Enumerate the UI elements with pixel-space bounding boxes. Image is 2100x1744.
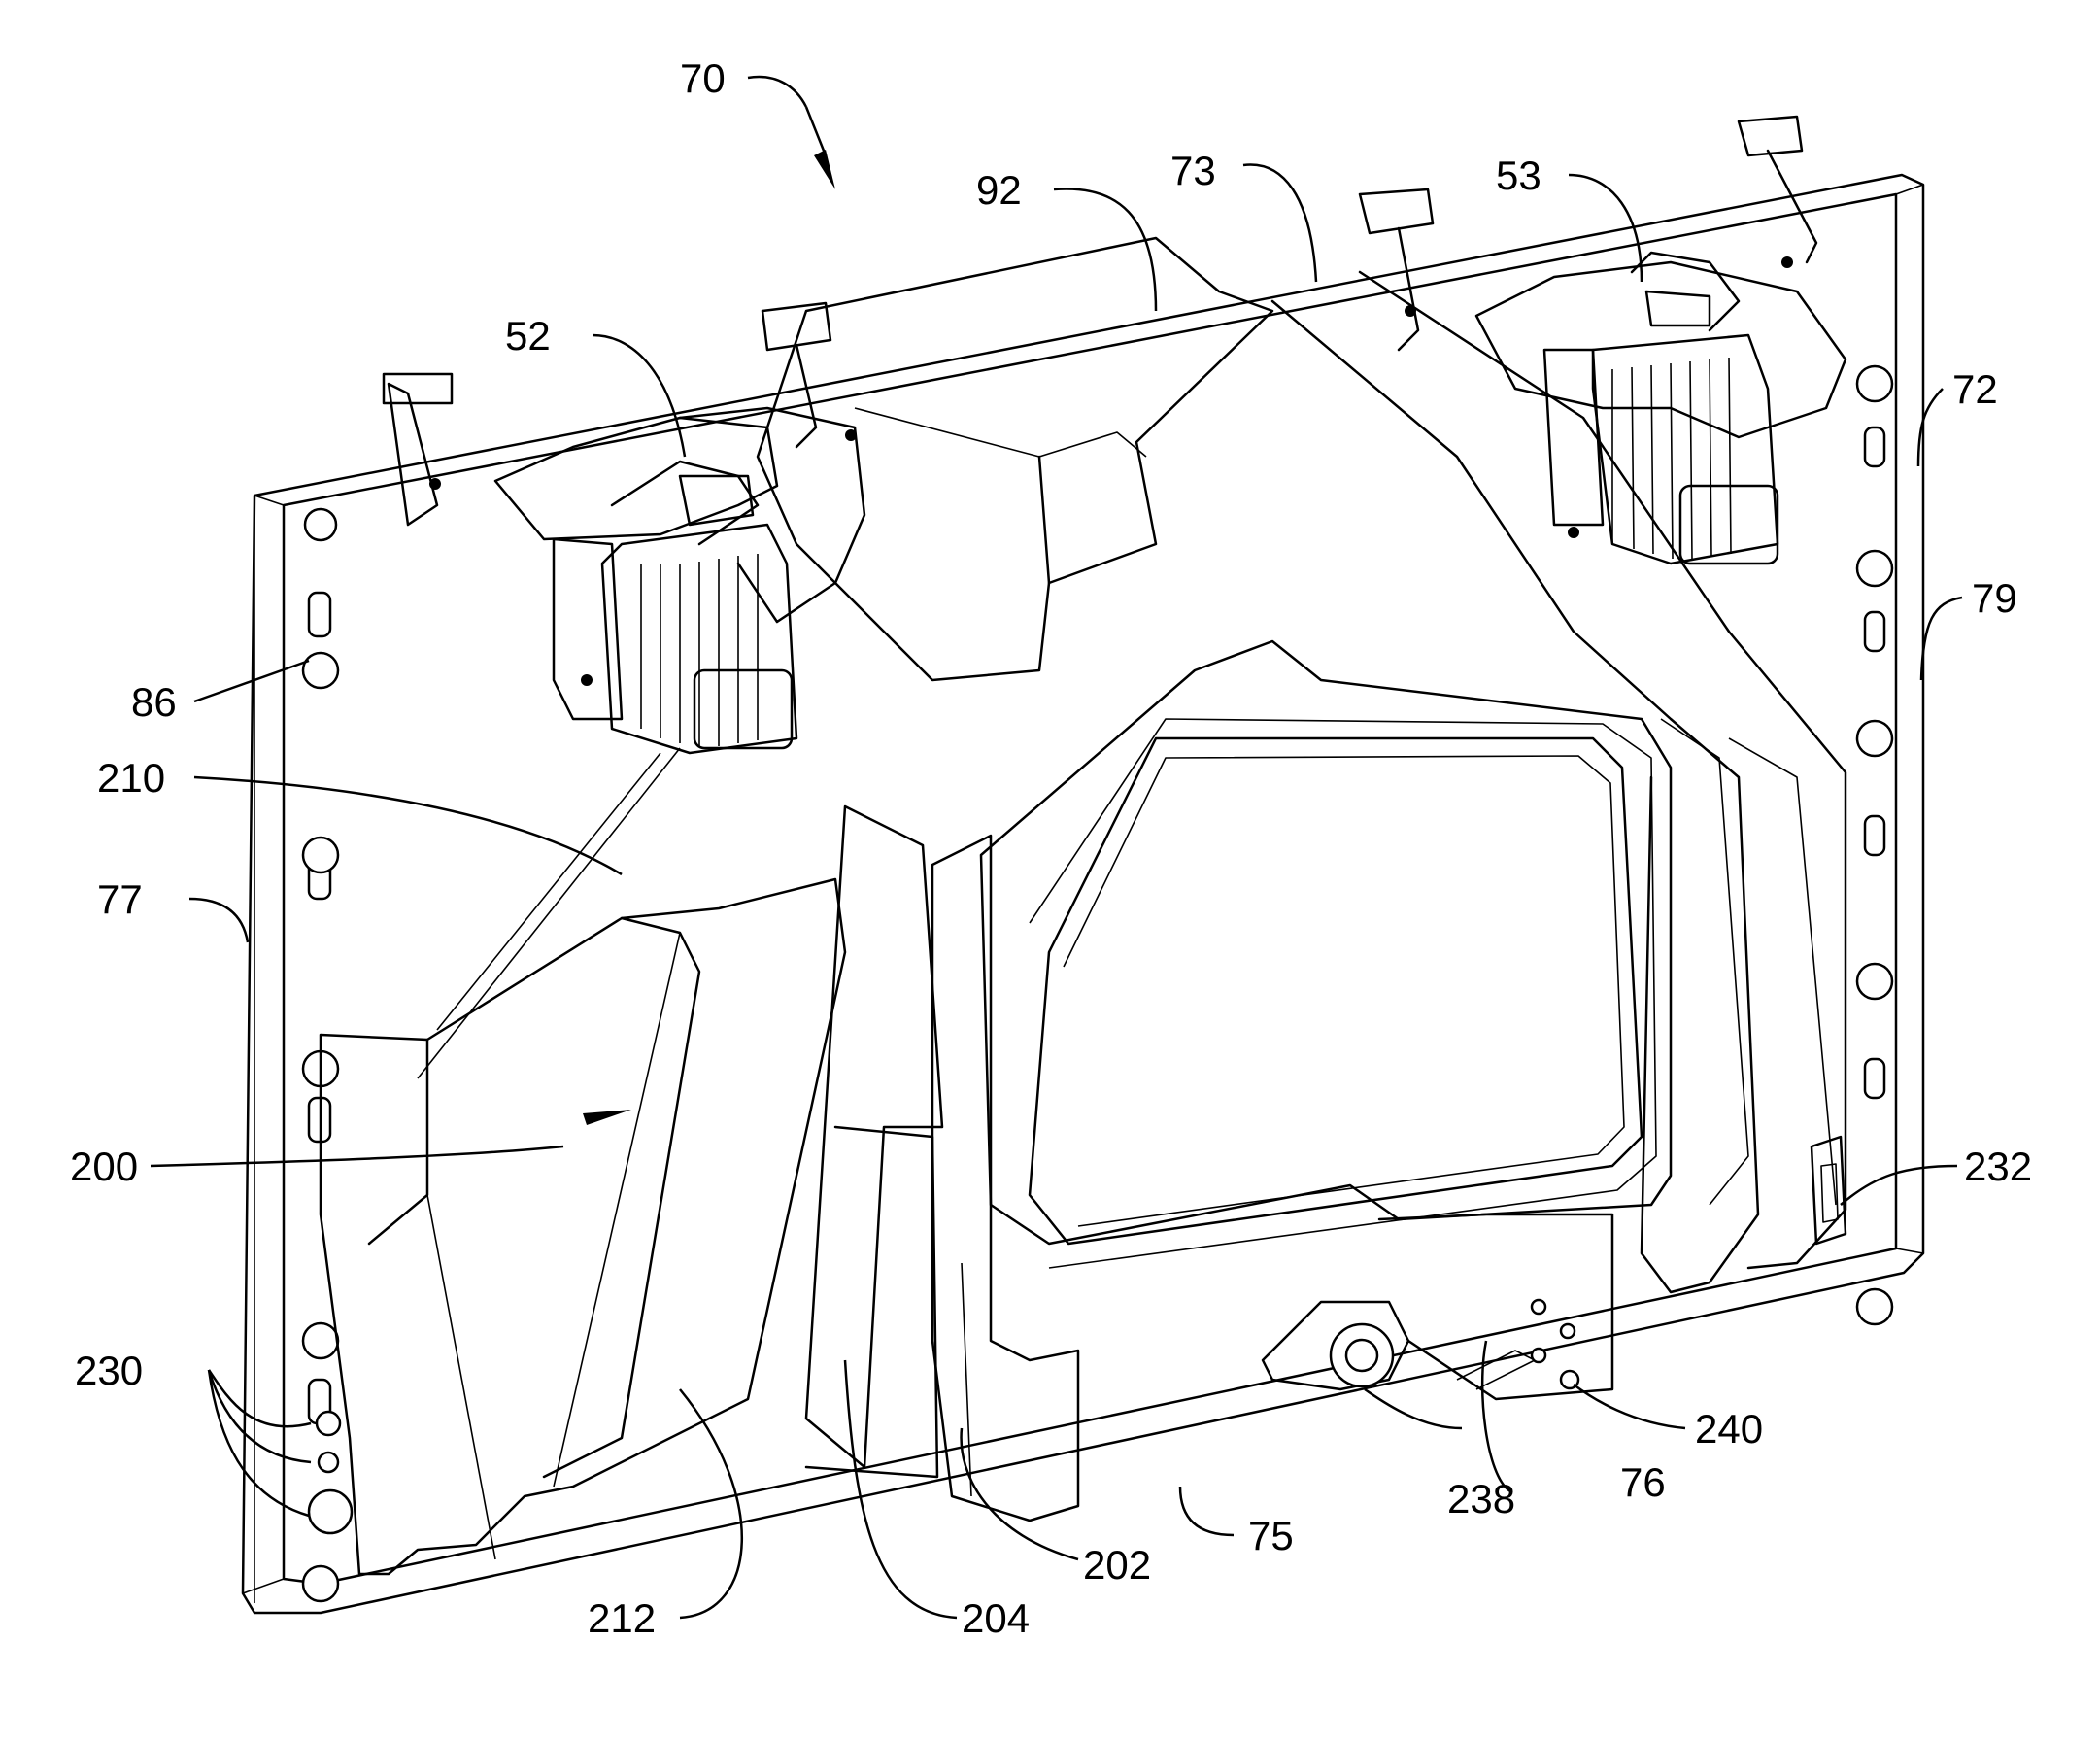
fastener-accents [429, 256, 1793, 686]
label-202: 202 [1083, 1542, 1151, 1588]
label-52: 52 [505, 313, 551, 359]
label-72: 72 [1952, 366, 1998, 412]
label-75: 75 [1248, 1513, 1294, 1558]
label-212: 212 [588, 1595, 656, 1641]
label-238: 238 [1447, 1476, 1515, 1522]
label-86: 86 [131, 679, 177, 725]
openings-230 [309, 1412, 352, 1533]
label-204: 204 [962, 1595, 1030, 1641]
label-232: 232 [1964, 1144, 2032, 1189]
reference-numerals: 70 92 73 53 52 72 79 86 210 77 200 232 2… [70, 55, 2032, 1641]
central-window-frame [981, 641, 1671, 1268]
top-duct-92 [758, 238, 1272, 680]
label-76: 76 [1620, 1459, 1666, 1505]
label-79: 79 [1972, 575, 2017, 621]
label-230: 230 [75, 1348, 143, 1393]
leader-lines [151, 77, 1962, 1618]
top-brackets [762, 303, 830, 447]
inner-channel-200 [321, 879, 845, 1574]
label-70: 70 [680, 55, 726, 101]
label-210: 210 [97, 755, 165, 801]
label-92: 92 [976, 167, 1022, 213]
left-fan-52 [384, 374, 864, 1078]
label-200: 200 [70, 1144, 138, 1189]
label-53: 53 [1496, 153, 1541, 198]
label-240: 240 [1695, 1406, 1763, 1452]
right-housing [1272, 272, 1846, 1292]
panel-204 [806, 806, 942, 1477]
label-73: 73 [1170, 148, 1216, 193]
label-77: 77 [97, 876, 143, 922]
left-mounting-slots [309, 593, 330, 1423]
